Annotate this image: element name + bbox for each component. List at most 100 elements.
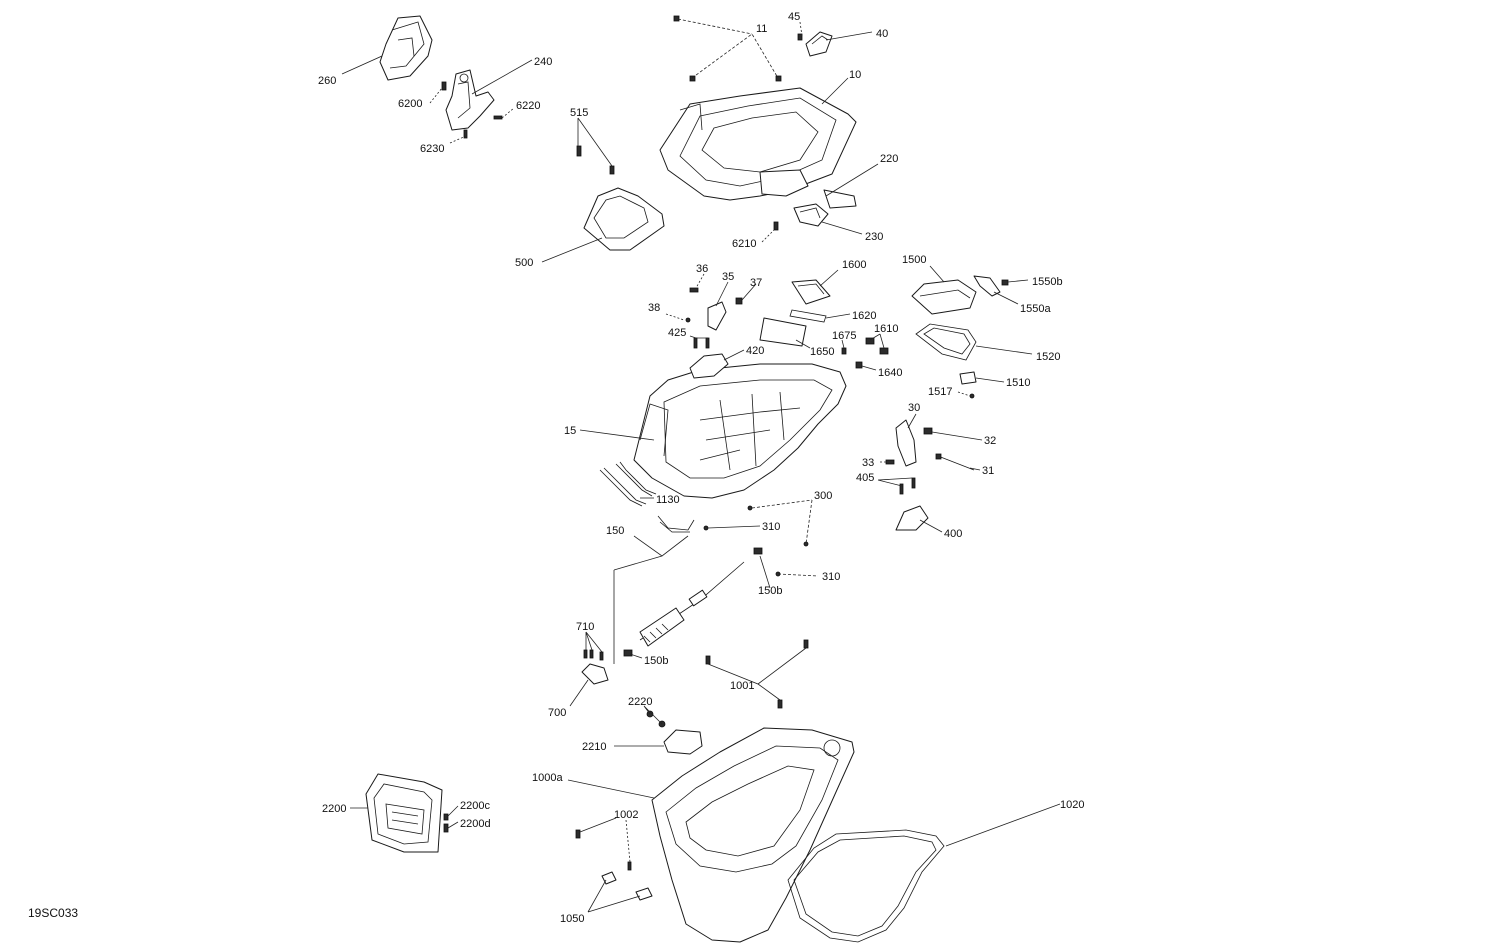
part-1520-frame	[915, 323, 977, 361]
part-710-screw	[583, 649, 604, 661]
part-150-gas-strut	[639, 561, 745, 647]
callout-500: 500	[515, 257, 533, 269]
callout-240: 240	[534, 56, 552, 68]
part-15-storage-body	[633, 363, 847, 499]
callout-15: 15	[564, 425, 576, 437]
part-2210-block	[663, 729, 703, 755]
part-260-bracket	[379, 15, 433, 81]
callout-310-lower: 310	[822, 571, 840, 583]
part-1620-gasket	[789, 309, 827, 323]
callout-310-upper: 310	[762, 521, 780, 533]
part-500-panel	[583, 187, 665, 251]
part-405-screw	[899, 477, 916, 495]
part-700-bracket	[581, 663, 609, 685]
callout-2220: 2220	[628, 696, 652, 708]
callout-1610: 1610	[874, 323, 898, 335]
callout-45: 45	[788, 11, 800, 23]
part-31-rod	[935, 453, 975, 471]
callout-labels: 11 45 40 10 260 240 6200 6220 6230 515 2…	[28, 11, 1084, 925]
part-45-screw	[797, 33, 803, 41]
callout-230: 230	[865, 231, 883, 243]
callout-30: 30	[908, 402, 920, 414]
part-420-latch-cover	[689, 353, 729, 379]
part-1500-housing	[911, 279, 977, 315]
part-310-clip	[703, 525, 781, 577]
callout-32: 32	[984, 435, 996, 447]
callout-1650: 1650	[810, 346, 834, 358]
callout-6230: 6230	[420, 143, 444, 155]
part-6200-screw	[441, 81, 447, 91]
callout-1675: 1675	[832, 330, 856, 342]
figure-reference: 19SC033	[28, 906, 78, 920]
part-37-spring	[735, 297, 743, 305]
part-1510-switch	[959, 371, 977, 385]
callout-150: 150	[606, 525, 624, 537]
part-1130-strap	[599, 461, 657, 507]
callout-11: 11	[756, 23, 767, 35]
callout-150b-upper: 150b	[758, 585, 782, 597]
callout-38: 38	[648, 302, 660, 314]
part-1550b-screw	[1001, 279, 1009, 286]
part-300-clip	[747, 505, 809, 547]
part-40-cover	[805, 31, 833, 57]
callout-700: 700	[548, 707, 566, 719]
callout-2200c: 2200c	[460, 800, 490, 812]
callout-1050: 1050	[560, 913, 584, 925]
part-1001-screw	[705, 639, 809, 709]
callout-33: 33	[862, 457, 874, 469]
part-1000a-storage-bin	[651, 727, 855, 943]
part-230-lamp	[793, 203, 829, 227]
callout-420: 420	[746, 345, 764, 357]
callout-400: 400	[944, 528, 962, 540]
part-1130-handle-lower	[657, 515, 695, 533]
part-1675-clip	[841, 347, 847, 355]
part-6220-screw	[493, 115, 503, 120]
part-2200c-screw	[443, 813, 449, 821]
part-2200-vent	[365, 773, 443, 853]
callout-1600: 1600	[842, 259, 866, 271]
callout-1620: 1620	[852, 310, 876, 322]
part-1650-pad	[759, 317, 807, 347]
part-1550a-bracket	[973, 275, 1001, 297]
part-10-upper-frame	[659, 87, 857, 201]
callout-2200d: 2200d	[460, 818, 491, 830]
part-35-latch	[707, 301, 727, 331]
part-150b-clip	[623, 547, 763, 657]
callout-150b-lower: 150b	[644, 655, 668, 667]
part-240-bracket	[445, 69, 495, 131]
callout-1550b: 1550b	[1032, 276, 1063, 288]
callout-515: 515	[570, 107, 588, 119]
callout-31: 31	[982, 465, 994, 477]
callout-10: 10	[849, 69, 861, 81]
part-1640-screw	[855, 361, 863, 369]
callout-6220: 6220	[516, 100, 540, 112]
callout-2200: 2200	[322, 803, 346, 815]
part-38-clip	[685, 317, 691, 323]
callout-1520: 1520	[1036, 351, 1060, 363]
leader-lines	[341, 18, 1061, 913]
callout-1500: 1500	[902, 254, 926, 266]
callout-1001: 1001	[730, 680, 754, 692]
part-30-hinge	[895, 419, 917, 467]
part-400-latch	[895, 505, 929, 531]
part-6230-screw	[463, 129, 468, 139]
callout-1002: 1002	[614, 809, 638, 821]
callout-1130: 1130	[656, 494, 680, 506]
callout-40: 40	[876, 28, 888, 40]
part-36-pin	[689, 287, 699, 293]
part-11-screw	[673, 15, 782, 82]
callout-405: 405	[856, 472, 874, 484]
callout-2210: 2210	[582, 741, 606, 753]
part-425-screw	[693, 337, 710, 349]
part-1002-screw	[575, 829, 632, 871]
part-515-screw	[576, 145, 615, 175]
part-2200d-screw	[443, 823, 449, 833]
part-1517-screw	[969, 393, 975, 399]
callout-6200: 6200	[398, 98, 422, 110]
part-32-spring	[923, 427, 933, 435]
callout-6210: 6210	[732, 238, 756, 250]
callout-37: 37	[750, 277, 762, 289]
callout-1510: 1510	[1006, 377, 1030, 389]
part-1020-seal	[787, 829, 945, 943]
